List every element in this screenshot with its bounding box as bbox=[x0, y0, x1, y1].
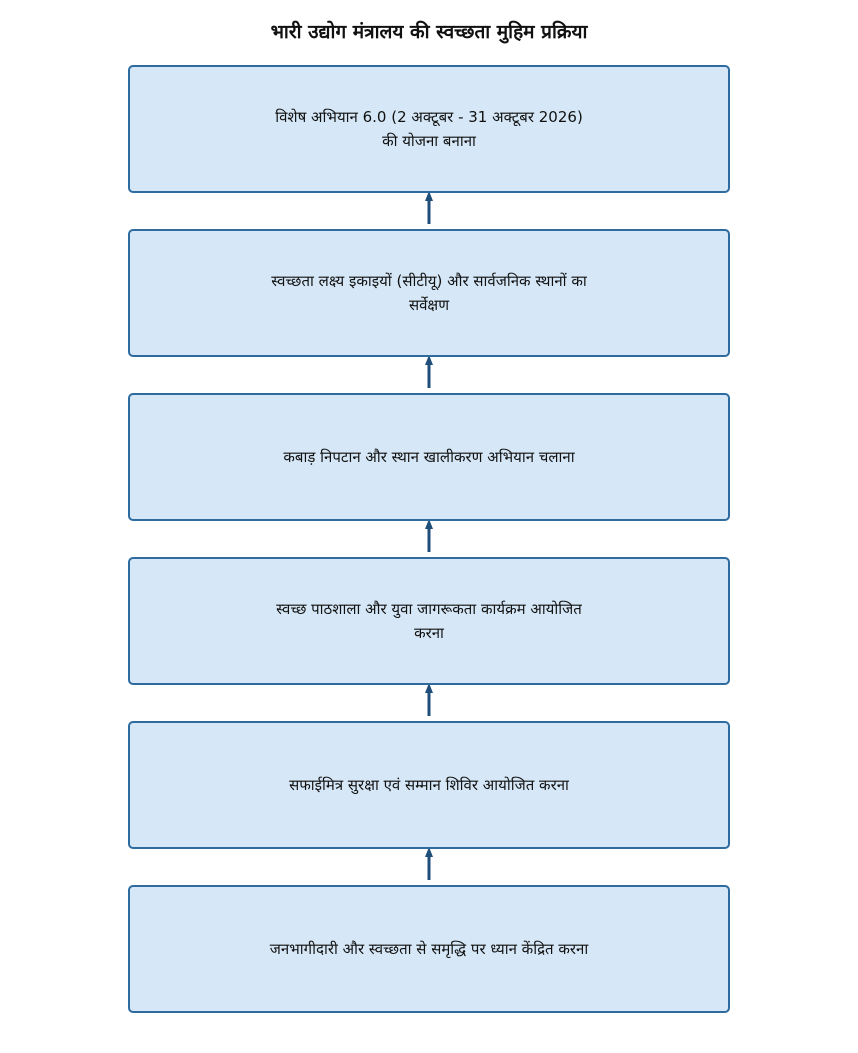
step-text-5: सफाईमित्र सुरक्षा एवं सम्मान शिविर आयोजि… bbox=[289, 776, 569, 794]
step-box-1: विशेष अभियान 6.0 (2 अक्टूबर - 31 अक्टूबर… bbox=[128, 65, 730, 193]
diagram-title: भारी उद्योग मंत्रालय की स्वच्छता मुहिम प… bbox=[270, 21, 588, 43]
step-box-5: सफाईमित्र सुरक्षा एवं सम्मान शिविर आयोजि… bbox=[128, 721, 730, 849]
step-text-3: कबाड़ निपटान और स्थान खालीकरण अभियान चला… bbox=[283, 448, 575, 466]
step-box-2: स्वच्छता लक्ष्य इकाइयों (सीटीयू) और सार्… bbox=[128, 229, 730, 357]
step-text-1: विशेष अभियान 6.0 (2 अक्टूबर - 31 अक्टूबर… bbox=[275, 108, 583, 150]
step-box-4: स्वच्छ पाठशाला और युवा जागरूकता कार्यक्र… bbox=[128, 557, 730, 685]
step-text-4: स्वच्छ पाठशाला और युवा जागरूकता कार्यक्र… bbox=[276, 600, 582, 642]
step-box-6: जनभागीदारी और स्वच्छता से समृद्धि पर ध्य… bbox=[128, 885, 730, 1013]
step-text-2: स्वच्छता लक्ष्य इकाइयों (सीटीयू) और सार्… bbox=[271, 272, 587, 314]
step-text-6: जनभागीदारी और स्वच्छता से समृद्धि पर ध्य… bbox=[269, 940, 589, 958]
step-box-3: कबाड़ निपटान और स्थान खालीकरण अभियान चला… bbox=[128, 393, 730, 521]
